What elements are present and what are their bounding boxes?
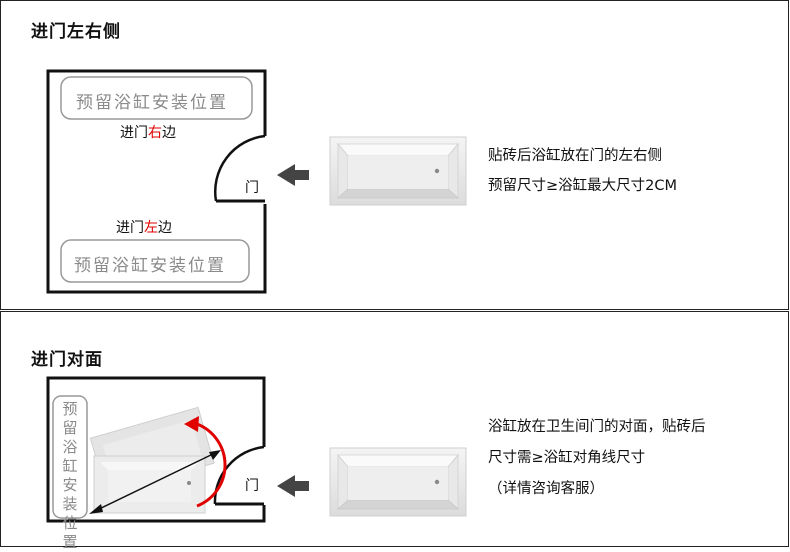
room-wall [46, 69, 267, 294]
label-highlight: 左 [144, 220, 158, 236]
reserved-label-top: 预留浴缸安装位置 [76, 93, 228, 113]
reserved-label-vertical: 预留浴缸安装位置 [62, 400, 78, 551]
reserved-box-vertical [52, 395, 88, 519]
desc-line: （详情咨询客服） [488, 481, 604, 497]
section-title: 进门对面 [31, 350, 103, 370]
label-right-side: 进门右边 [120, 122, 176, 142]
desc-line: 浴缸放在卫生间门的对面，贴砖后 [488, 419, 706, 435]
label-suffix: 边 [162, 125, 176, 141]
reserved-box-bottom [60, 239, 250, 283]
desc-line: 预留尺寸≥浴缸最大尺寸2CM [488, 178, 678, 194]
bathtub-image [329, 447, 467, 517]
description: 贴砖后浴缸放在门的左右侧 预留尺寸≥浴缸最大尺寸2CM [488, 141, 677, 201]
door-swing [214, 134, 266, 202]
arrow-left-icon [277, 475, 309, 497]
reserved-label-bottom: 预留浴缸安装位置 [74, 256, 226, 276]
section-title: 进门左右侧 [31, 22, 121, 42]
diagonal-arrow-icon [89, 450, 221, 514]
room-wall [46, 376, 266, 523]
desc-line: 尺寸需≥浴缸对角线尺寸 [488, 450, 646, 466]
panel-door-side: 进门左右侧 [0, 0, 789, 310]
panel-door-opposite: 进门对面 [0, 311, 789, 551]
label-highlight: 右 [148, 125, 162, 141]
desc-line: 贴砖后浴缸放在门的左右侧 [488, 148, 662, 164]
label-suffix: 边 [158, 220, 172, 236]
label-prefix: 进门 [116, 220, 144, 236]
floor-plan-side [46, 69, 467, 294]
arrow-left-icon [277, 164, 309, 186]
bathtub-placed [93, 455, 206, 514]
label-left-side: 进门左边 [116, 217, 172, 237]
door-label: 门 [245, 180, 259, 196]
description: 浴缸放在卫生间门的对面，贴砖后 尺寸需≥浴缸对角线尺寸 （详情咨询客服） [488, 412, 706, 505]
door-label: 门 [245, 478, 259, 494]
bathtub-image [329, 136, 467, 206]
label-prefix: 进门 [120, 125, 148, 141]
rotation-arrow-icon [184, 416, 227, 508]
floor-plan-opposite [46, 376, 467, 523]
reserved-box-top [60, 76, 253, 120]
